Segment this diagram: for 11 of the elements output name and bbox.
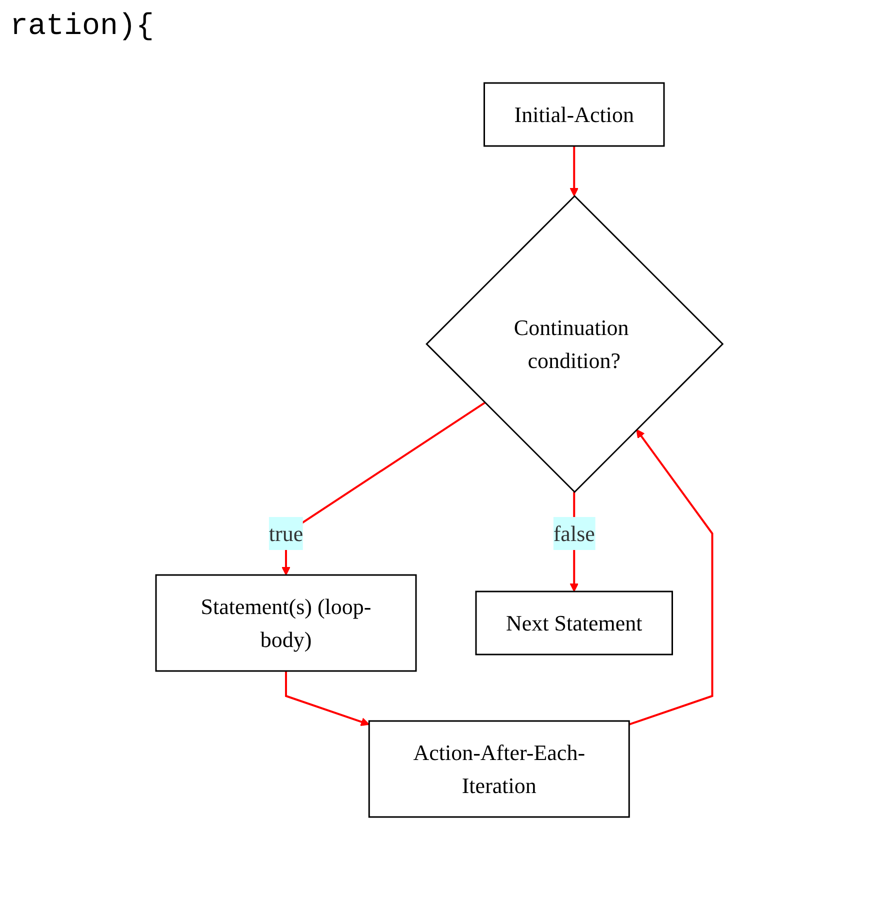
code-fragment: ration){ — [10, 10, 154, 44]
node-box: Action-After-Each-Iteration — [368, 720, 630, 818]
edge-label: true — [269, 521, 304, 546]
arrow — [285, 671, 370, 726]
edge-label: false — [554, 521, 596, 546]
arrow — [570, 146, 579, 196]
node-diamond: Continuation condition? — [426, 194, 724, 494]
node-box: Next Statement — [475, 590, 674, 656]
node-box: Statement(s) (loop-body) — [155, 574, 417, 672]
node-box: Initial-Action — [484, 82, 665, 147]
arrow — [629, 429, 714, 726]
